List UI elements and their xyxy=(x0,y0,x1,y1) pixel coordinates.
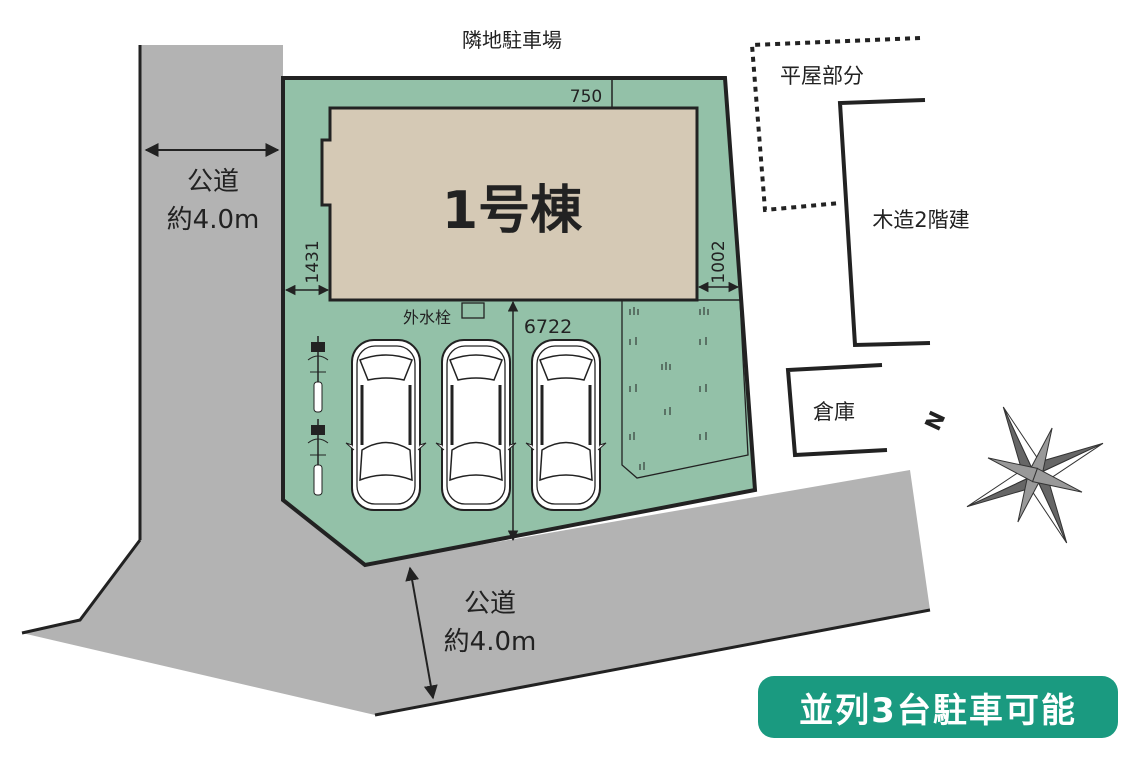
two-story-outline xyxy=(837,98,931,348)
garden xyxy=(621,299,749,479)
grass-marks xyxy=(629,307,709,470)
road-bottom-width: 約4.0m xyxy=(444,627,537,657)
building-footprint xyxy=(320,106,699,302)
dimension-left: 1431 xyxy=(303,240,323,283)
neighbor-parking-label: 隣地駐車場 xyxy=(462,28,562,52)
road xyxy=(22,45,930,715)
car-1 xyxy=(344,338,428,512)
dimension-top: 750 xyxy=(570,87,602,107)
road-left-width: 約4.0m xyxy=(167,205,260,235)
compass-icon xyxy=(966,406,1104,544)
north-label: N xyxy=(921,408,951,435)
road-left-name: 公道 xyxy=(187,167,239,197)
car-3 xyxy=(524,338,608,512)
two-story-label: 木造2階建 xyxy=(872,208,969,232)
single-story-label: 平屋部分 xyxy=(780,64,864,88)
car-2 xyxy=(434,338,518,512)
building-label: 1号棟 xyxy=(442,181,583,241)
dimension-right: 1002 xyxy=(709,240,729,283)
storage-label: 倉庫 xyxy=(813,400,855,424)
road-bottom-name: 公道 xyxy=(464,589,516,619)
faucet-label: 外水栓 xyxy=(403,308,451,327)
faucet-icon xyxy=(461,302,485,319)
single-story-outline xyxy=(749,36,921,213)
dimension-depth: 6722 xyxy=(524,316,572,338)
storage-outline xyxy=(785,363,888,458)
parking-capacity-badge: 並列3台駐車可能 xyxy=(758,676,1118,738)
